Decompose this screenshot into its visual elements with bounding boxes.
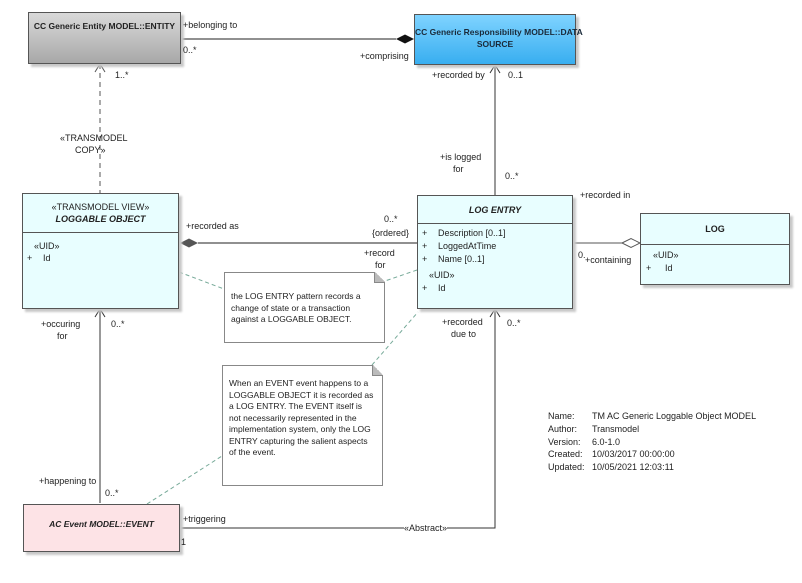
log-entry-uid-id: Id <box>438 283 446 293</box>
log-header: LOG <box>641 214 789 245</box>
log-entry-attr-loggedattime: LoggedAtTime <box>438 241 497 251</box>
loggable-arrowhead <box>94 308 106 318</box>
metadata-value: 10/03/2017 00:00:00 <box>592 449 675 460</box>
datasource-class-title-line2: SOURCE <box>476 39 514 49</box>
log-entry-class-box[interactable]: LOG ENTRY + Description [0..1] + LoggedA… <box>417 195 573 309</box>
metadata-key: Version: <box>548 436 581 447</box>
note1-anchor-right <box>384 269 418 282</box>
loggable-object-uid-stereotype: «UID» <box>34 241 60 251</box>
metadata-key: Created: <box>548 449 583 460</box>
loggable-object-stereotype: «TRANSMODEL VIEW» <box>51 202 150 212</box>
recorded-as-label: +recorded as <box>186 221 239 231</box>
loggable-object-title: LOGGABLE OBJECT <box>55 214 146 224</box>
note2-anchor-top <box>371 311 419 366</box>
note-fold-corner <box>372 365 383 376</box>
metadata-key: Author: <box>548 423 578 434</box>
metadata-row: Updated: 10/05/2021 12:03:11 <box>548 461 756 474</box>
log-class-box[interactable]: LOG «UID» + Id <box>640 213 790 285</box>
loggable-object-header: «TRANSMODEL VIEW» LOGGABLE OBJECT <box>23 194 178 233</box>
metadata-value: TM AC Generic Loggable Object MODEL <box>592 411 757 421</box>
recorded-by-label: +recorded by <box>432 70 485 80</box>
recorded-in-label: +recorded in <box>580 190 631 200</box>
datasource-arrowhead <box>489 64 501 74</box>
is-logged-label-line1: +is logged <box>440 152 482 162</box>
log-entry-uid-visibility: + <box>422 283 428 293</box>
event-logentry-link <box>180 309 496 529</box>
note1-anchor-left <box>178 271 225 290</box>
multiplicity-label: 0..* <box>578 250 586 260</box>
metadata-row: Author: Transmodel <box>548 423 756 436</box>
record-for-label-line2: for <box>375 260 386 270</box>
loggable-logentry-link <box>180 238 417 248</box>
is-logged-label-line2: for <box>453 164 464 174</box>
comprising-label: +comprising <box>360 51 409 61</box>
log-entry-attr-description: Description [0..1] <box>438 228 506 238</box>
metadata-key: Updated: <box>548 462 585 473</box>
pattern-note[interactable]: the LOG ENTRY pattern records a change o… <box>224 272 385 343</box>
loggable-object-attr-visibility: + <box>27 253 33 263</box>
log-entry-attr-visibility: + <box>422 228 428 238</box>
multiplicity-label: 0..1 <box>508 70 524 80</box>
happening-to-label: +happening to <box>39 476 97 486</box>
entity-class-box[interactable]: CC Generic Entity MODEL::ENTITY <box>28 12 181 64</box>
multiplicity-label: 0..* <box>507 318 521 328</box>
metadata-value: Transmodel <box>592 423 640 434</box>
metadata-row: Created: 10/03/2017 00:00:00 <box>548 448 756 461</box>
datasource-class-box[interactable]: CC Generic Responsibility MODEL::DATA SO… <box>414 14 583 65</box>
pattern-note-text: the LOG ENTRY pattern records a change o… <box>231 291 361 324</box>
log-entry-header: LOG ENTRY <box>418 196 572 224</box>
event-class-box[interactable]: AC Event MODEL::EVENT <box>23 504 180 552</box>
occuring-for-label-line1: +occuring <box>41 319 81 329</box>
multiplicity-label: 0..* <box>183 45 197 55</box>
multiplicity-label: 1 <box>181 537 187 547</box>
metadata-value: 6.0-1.0 <box>592 436 621 447</box>
entity-datasource-link <box>181 34 414 44</box>
abstract-stereotype-label: «Abstract» <box>404 523 448 534</box>
transmodel-copy-label-line1: «TRANSMODEL <box>60 133 128 143</box>
multiplicity-label: 0..* <box>111 319 125 329</box>
note2-anchor-bottom <box>146 455 223 505</box>
multiplicity-label: 1..* <box>115 70 129 80</box>
event-note-text: When an EVENT event happens to a LOGGABL… <box>229 378 374 457</box>
belonging-to-label: +belonging to <box>183 20 238 30</box>
log-uid-stereotype: «UID» <box>653 250 679 260</box>
multiplicity-label: 0..* <box>505 171 519 181</box>
triggering-label: +triggering <box>183 514 226 524</box>
event-class-title: AC Event MODEL::EVENT <box>49 519 154 529</box>
logentry-arrowhead <box>489 308 501 318</box>
occuring-for-label-line2: for <box>57 331 68 341</box>
log-attr-visibility: + <box>646 263 652 273</box>
transmodel-copy-label-line2: COPY» <box>75 145 106 155</box>
recorded-due-to-label-line2: due to <box>451 329 477 339</box>
metadata-row: Version: 6.0-1.0 <box>548 436 756 449</box>
metadata-key: Name: <box>548 411 575 421</box>
multiplicity-label: 0..* <box>384 214 398 224</box>
log-entry-uid-stereotype: «UID» <box>429 270 455 280</box>
diagram-metadata: Name: TM AC Generic Loggable Object MODEL… <box>548 410 756 474</box>
dependency-arrowhead <box>94 63 106 73</box>
event-note[interactable]: When an EVENT event happens to a LOGGABL… <box>222 365 383 486</box>
recorded-due-to-label-line1: +recorded <box>442 317 483 327</box>
log-entry-attr-visibility: + <box>422 254 428 264</box>
metadata-value: 10/05/2021 12:03:11 <box>592 462 674 473</box>
loggable-object-attr-id: Id <box>43 253 51 263</box>
logentry-log-link <box>573 237 642 249</box>
entity-class-title: CC Generic Entity MODEL::ENTITY <box>33 21 176 31</box>
record-for-label-line1: +record <box>364 248 395 258</box>
metadata-row: Name: TM AC Generic Loggable Object MODEL <box>548 410 756 423</box>
log-entry-title: LOG ENTRY <box>468 205 522 215</box>
containing-label: +containing <box>585 255 632 265</box>
log-entry-attr-name: Name [0..1] <box>438 254 485 264</box>
loggable-object-class-box[interactable]: «TRANSMODEL VIEW» LOGGABLE OBJECT «UID» … <box>22 193 179 309</box>
log-entry-attr-visibility: + <box>422 241 428 251</box>
multiplicity-label: 0..* <box>105 488 119 498</box>
log-attr-id: Id <box>665 263 673 273</box>
note-fold-corner <box>374 272 385 283</box>
log-title: LOG <box>705 224 725 234</box>
datasource-class-title-line1: CC Generic Responsibility MODEL::DATA <box>415 27 583 37</box>
ordered-constraint-label: {ordered} <box>372 228 410 238</box>
